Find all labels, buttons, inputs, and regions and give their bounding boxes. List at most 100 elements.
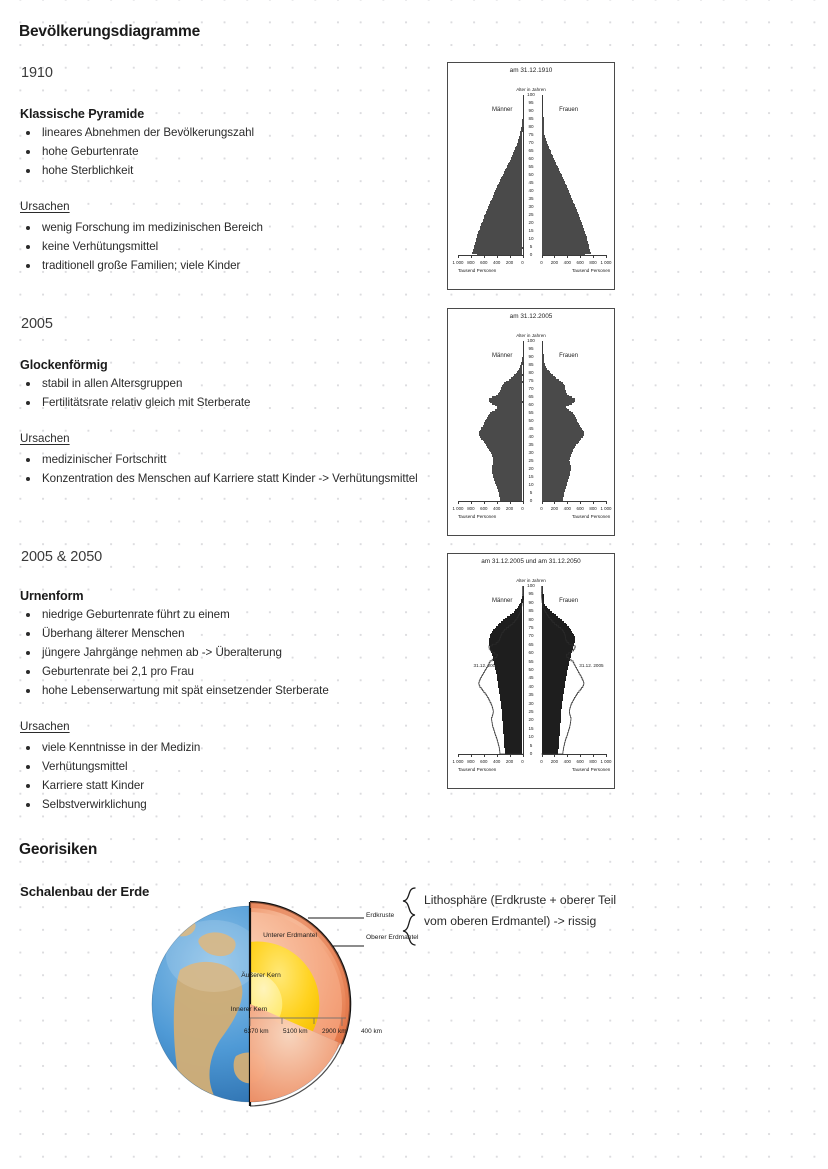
age-tick: 0 bbox=[529, 498, 533, 503]
x-tick bbox=[483, 754, 485, 757]
page-title: Bevölkerungsdiagramme bbox=[19, 23, 201, 40]
age-tick: 15 bbox=[528, 228, 534, 233]
x-tick bbox=[458, 255, 459, 258]
age-tick: 5 bbox=[529, 244, 533, 249]
age-tick: 70 bbox=[528, 140, 534, 145]
x-tick bbox=[509, 255, 511, 258]
x-tick-label: 200 bbox=[505, 759, 514, 764]
shape-title-2050: Urnenform bbox=[20, 589, 84, 603]
age-tick: 85 bbox=[528, 362, 534, 367]
chart-legend-frauen: Frauen bbox=[559, 353, 579, 359]
x-tick bbox=[458, 501, 459, 504]
x-tick-label: 1 000 bbox=[600, 506, 612, 511]
x-tick bbox=[554, 754, 556, 757]
age-tick: 5 bbox=[529, 490, 533, 495]
chart-overlay-year-label-right: 31.12. 2005 bbox=[579, 663, 604, 669]
list-item: hohe Lebenserwartung mit spät einsetzend… bbox=[20, 681, 329, 700]
x-tick-label: 200 bbox=[505, 506, 514, 511]
age-tick: 60 bbox=[528, 402, 534, 407]
age-tick: 25 bbox=[528, 212, 534, 217]
chart-overlay-year-label-left: 31.12. 2005 bbox=[473, 663, 498, 669]
age-tick: 40 bbox=[528, 188, 534, 193]
age-tick: 35 bbox=[528, 442, 534, 447]
list-item: niedrige Geburtenrate führt zu einem bbox=[20, 605, 329, 624]
chart-x-axis bbox=[541, 501, 606, 502]
x-tick bbox=[470, 501, 472, 504]
list-item: Fertilitätsrate relativ gleich mit Sterb… bbox=[20, 393, 251, 412]
age-tick: 80 bbox=[528, 124, 534, 129]
age-tick: 55 bbox=[528, 410, 534, 415]
x-tick-label: 800 bbox=[467, 260, 475, 265]
table-row bbox=[522, 118, 525, 121]
x-tick bbox=[522, 754, 524, 757]
x-tick bbox=[580, 255, 582, 258]
x-tick-label: 400 bbox=[493, 506, 501, 511]
shape-bullets-1910: lineares Abnehmen der Bevölkerungszahl h… bbox=[20, 123, 254, 180]
x-tick-label: 1 000 bbox=[452, 260, 464, 265]
list-item: hohe Sterblichkeit bbox=[20, 161, 254, 180]
list-item: Selbstverwirklichung bbox=[20, 795, 200, 814]
chart-legend-maenner: Männer bbox=[492, 353, 513, 359]
x-tick-label: 600 bbox=[576, 260, 584, 265]
age-tick: 85 bbox=[528, 116, 534, 121]
causes-label-2050: Ursachen bbox=[20, 720, 70, 733]
x-tick-label: 0 bbox=[540, 759, 543, 764]
age-tick: 50 bbox=[528, 172, 534, 177]
x-tick-label: 800 bbox=[467, 759, 475, 764]
age-tick: 10 bbox=[528, 482, 534, 487]
list-item: Verhütungsmittel bbox=[20, 757, 200, 776]
x-tick bbox=[541, 754, 543, 757]
x-tick bbox=[554, 255, 556, 258]
age-tick: 35 bbox=[528, 196, 534, 201]
earth-depth-5100: 5100 km bbox=[283, 1028, 308, 1035]
age-tick: 40 bbox=[528, 434, 534, 439]
x-tick bbox=[458, 754, 459, 757]
earth-label-outer-core: Äußerer Kern bbox=[241, 972, 281, 979]
x-tick bbox=[509, 754, 511, 757]
age-tick: 10 bbox=[528, 236, 534, 241]
x-tick bbox=[509, 501, 511, 504]
x-tick bbox=[593, 255, 595, 258]
georisks-title: Georisiken bbox=[19, 841, 98, 858]
age-tick: 75 bbox=[528, 132, 534, 137]
x-tick bbox=[496, 255, 498, 258]
chart-x-axis bbox=[541, 255, 606, 256]
chart-x-axis bbox=[541, 754, 606, 755]
x-tick bbox=[470, 754, 472, 757]
causes-bullets-1910: wenig Forschung im medizinischen Bereich… bbox=[20, 218, 263, 275]
x-tick-label: 600 bbox=[480, 759, 488, 764]
x-tick-label: 600 bbox=[576, 506, 584, 511]
x-tick-label: 400 bbox=[493, 260, 501, 265]
x-tick-label: 600 bbox=[480, 260, 488, 265]
x-tick bbox=[483, 255, 485, 258]
age-tick: 30 bbox=[528, 204, 534, 209]
x-tick bbox=[522, 501, 524, 504]
x-tick-label: 0 bbox=[540, 260, 543, 265]
x-tick-label: 1 000 bbox=[600, 260, 612, 265]
causes-label-2005: Ursachen bbox=[20, 432, 70, 445]
earth-label-crust: Erdkruste bbox=[366, 912, 395, 919]
list-item: Geburtenrate bei 2,1 pro Frau bbox=[20, 662, 329, 681]
x-tick-label: 400 bbox=[563, 260, 571, 265]
x-tick bbox=[554, 501, 556, 504]
list-item: traditionell große Familien; viele Kinde… bbox=[20, 256, 263, 275]
chart-x-axis-unit: Tausend Personen bbox=[572, 268, 611, 273]
age-tick: 100 bbox=[527, 338, 535, 343]
x-tick bbox=[541, 501, 543, 504]
table-row bbox=[541, 117, 544, 120]
section-year-2005: 2005 bbox=[21, 316, 53, 332]
x-tick-label: 0 bbox=[521, 506, 524, 511]
x-tick-label: 1 000 bbox=[600, 759, 612, 764]
x-tick bbox=[567, 501, 569, 504]
earth-label-lower-mantle: Unterer Erdmantel bbox=[263, 932, 317, 939]
chart-x-axis-unit: Tausend Personen bbox=[458, 514, 497, 519]
earth-label-inner-core: Innerer Kern bbox=[230, 1006, 268, 1013]
age-tick: 20 bbox=[528, 466, 534, 471]
age-tick: 80 bbox=[528, 370, 534, 375]
x-tick bbox=[606, 255, 607, 258]
